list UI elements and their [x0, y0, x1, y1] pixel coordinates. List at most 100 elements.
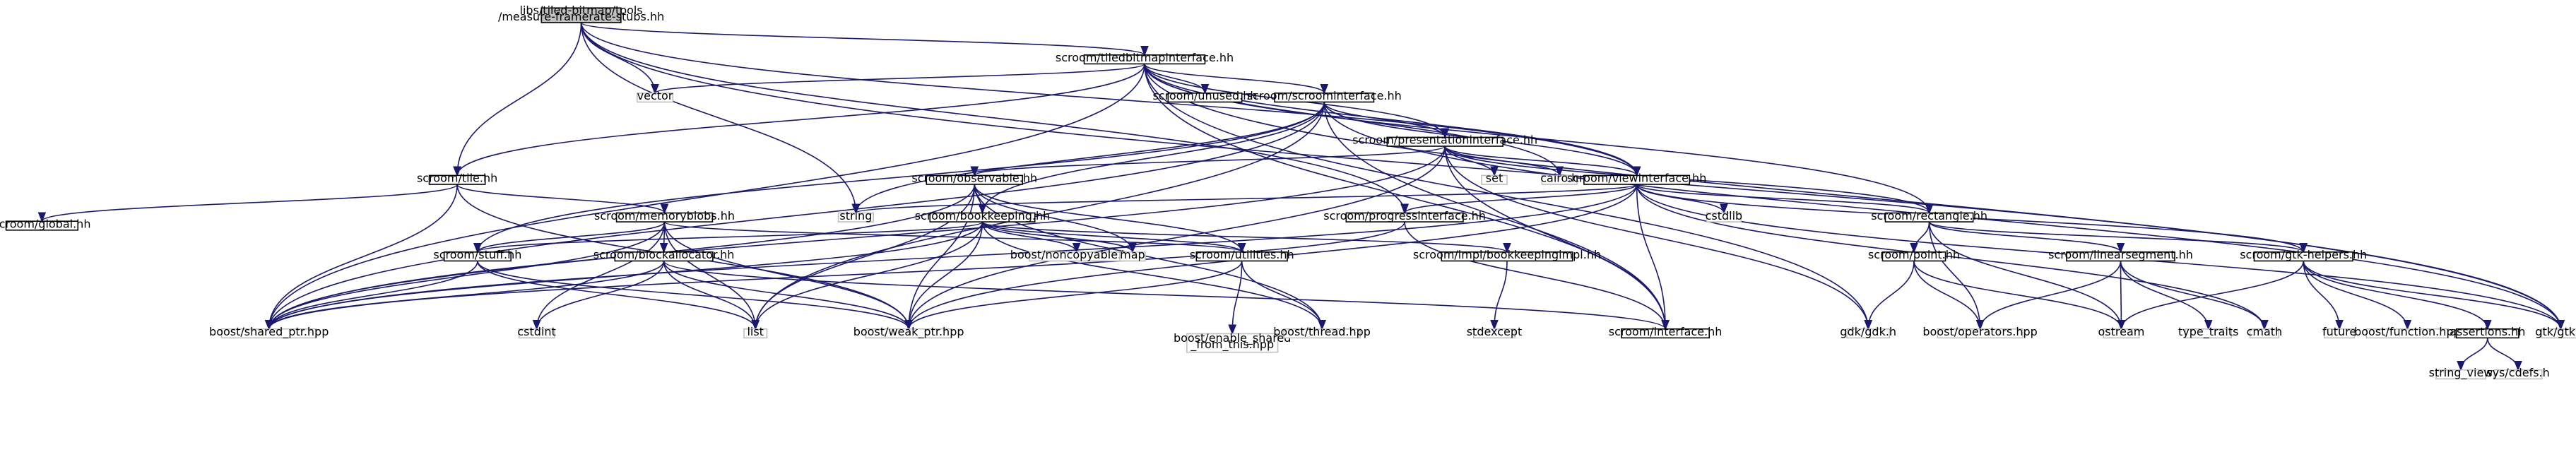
- node-box: [2185, 328, 2232, 339]
- edge-gtkhelpers-to-boostfunction: [2303, 261, 2407, 328]
- nodes-layer: libs/tiled-bitmap/tools/measure-framerat…: [0, 4, 2576, 380]
- node-typetraits: type_traits: [2178, 325, 2238, 339]
- node-scroomif[interactable]: scroom/scroominterface.hh: [1247, 89, 1402, 103]
- edge-memblobs-to-stuff: [478, 221, 666, 253]
- edge-root-to-vector: [580, 22, 655, 93]
- edge-presif-to-weakptr: [909, 146, 1446, 329]
- node-box: [865, 328, 952, 339]
- node-stuff[interactable]: scroom/stuff.hh: [433, 248, 521, 262]
- edge-point-to-ostream: [1913, 261, 2121, 329]
- edge-bookkeeping-to-thread: [981, 222, 1323, 329]
- node-box: [2253, 251, 2353, 262]
- node-box: [1386, 136, 1503, 147]
- node-label: scroom/impl/bookkeepingimpl.hh: [1413, 248, 1601, 261]
- node-label: string_view: [2429, 366, 2493, 380]
- node-box: [614, 251, 714, 262]
- node-label: scroom/progressinterface.hh: [1323, 209, 1486, 222]
- edge-tbi-to-tile: [457, 64, 1145, 175]
- edge-tile-to-global: [42, 184, 458, 222]
- edge-presif-to-cairo: [1444, 146, 1559, 176]
- edge-root-to-viewif: [580, 22, 1637, 175]
- node-box: [2249, 328, 2279, 339]
- node-box: [220, 328, 317, 339]
- node-cdefs: sys/cdefs.h: [2486, 366, 2550, 380]
- node-label: scroom/gtk-helpers.hh: [2240, 248, 2367, 261]
- node-blockalloc[interactable]: scroom/blockallocator.hh: [593, 248, 735, 262]
- node-label: scroom/tiledbitmapinterface.hh: [1056, 51, 1234, 64]
- edge-viewif-to-cmath: [1636, 184, 2264, 329]
- node-unused[interactable]: scroom/unused.hh: [1152, 89, 1258, 103]
- node-label: assertions.hh: [2450, 325, 2525, 338]
- node-cairo: cairo.h: [1540, 172, 1578, 185]
- edge-blockalloc-to-interface: [663, 261, 1666, 330]
- node-memblobs[interactable]: scroom/memoryblobs.hh: [594, 209, 735, 222]
- node-gtkhelpers[interactable]: scroom/gtk-helpers.hh: [2240, 248, 2367, 262]
- node-label: scroom/observable.hh: [911, 172, 1037, 185]
- node-label: scroom/blockallocator.hh: [593, 248, 735, 261]
- node-boostfunction: boost/function.hpp: [2354, 325, 2461, 339]
- node-assertions[interactable]: assertions.hh: [2450, 325, 2525, 339]
- node-tbi[interactable]: scroom/tiledbitmapinterface.hh: [1056, 51, 1234, 65]
- node-observable[interactable]: scroom/observable.hh: [911, 172, 1037, 185]
- edge-stuff-to-sharedptr: [269, 261, 478, 329]
- edge-blockalloc-to-list: [663, 261, 756, 328]
- edge-bookkeeping-to-weakptr: [909, 222, 983, 329]
- edge-observable-to-map: [974, 184, 1133, 252]
- edge-scroomif-to-sharedptr: [269, 102, 1325, 328]
- node-label: cairo.h: [1540, 172, 1578, 185]
- node-label: future: [2322, 325, 2356, 338]
- node-string: string: [837, 209, 874, 222]
- node-cmath: cmath: [2247, 325, 2282, 339]
- node-box: [1881, 251, 1946, 262]
- edge-bookkeeping-to-stuff: [478, 221, 983, 253]
- node-label: cstdint: [517, 325, 555, 338]
- edge-root-to-progif: [580, 22, 1405, 213]
- node-box: [929, 212, 1036, 222]
- node-box: [1621, 328, 1710, 339]
- node-label: boost/noncopyable.hpp: [1010, 248, 1143, 261]
- node-future: future: [2322, 325, 2356, 339]
- node-label: scroom/viewinterface.hh: [1567, 172, 1706, 185]
- edge-bookkeeping-to-map: [981, 221, 1133, 253]
- node-linseg[interactable]: scroom/linearsegment.hh: [2048, 248, 2193, 262]
- node-bkimpl[interactable]: scroom/impl/bookkeepingimpl.hh: [1413, 248, 1601, 262]
- edge-observable-to-utilities: [974, 184, 1241, 252]
- node-progif[interactable]: scroom/progressinterface.hh: [1323, 209, 1486, 222]
- node-label: sys/cdefs.h: [2486, 366, 2550, 379]
- node-box: [2365, 328, 2450, 339]
- node-enableshared: boost/enable_shared_from_this.hpp: [1174, 331, 1291, 353]
- node-box: [837, 212, 874, 222]
- node-label: scroom/global.hh: [0, 218, 90, 231]
- node-global[interactable]: scroom/global.hh: [0, 218, 90, 231]
- node-box: [1283, 328, 1361, 339]
- node-root: libs/tiled-bitmap/tools/measure-framerat…: [498, 4, 664, 23]
- edge-memblobs-to-sharedptr: [269, 222, 666, 329]
- edge-assertions-to-cdefs: [2487, 338, 2518, 370]
- node-label: scroom/utilities.hh: [1190, 248, 1294, 261]
- node-stdexcept: stdexcept: [1467, 325, 1522, 339]
- node-box: [5, 220, 79, 231]
- node-box: [443, 251, 512, 262]
- node-presif[interactable]: scroom/presentationinterface.hh: [1352, 133, 1537, 147]
- node-rectangle[interactable]: scroom/rectangle.hh: [1871, 209, 1987, 222]
- node-interface[interactable]: scroom/interface.hh: [1609, 325, 1723, 339]
- node-box: [1583, 174, 1691, 185]
- node-point[interactable]: scroom/point.hh: [1868, 248, 1960, 262]
- edge-bookkeeping-to-sharedptr: [269, 222, 983, 329]
- edge-scroomif-to-bookkeeping: [983, 102, 1325, 213]
- edge-presif-to-observable: [974, 146, 1446, 177]
- node-label: scroom/memoryblobs.hh: [594, 209, 735, 222]
- edge-root-to-tbi: [580, 22, 1145, 56]
- node-tile[interactable]: scroom/tile.hh: [417, 172, 497, 185]
- node-cstdlib: cstdlib: [1706, 209, 1742, 222]
- node-box: [1706, 212, 1742, 222]
- node-label: boost/weak_ptr.hpp: [853, 325, 964, 339]
- node-box: [540, 7, 622, 23]
- node-viewif[interactable]: scroom/viewinterface.hh: [1567, 172, 1706, 185]
- node-box: [1195, 251, 1288, 262]
- node-utilities[interactable]: scroom/utilities.hh: [1190, 248, 1294, 262]
- node-list: list: [743, 325, 768, 339]
- edge-viewif-to-progif: [1405, 184, 1638, 214]
- node-cstdint: cstdint: [517, 325, 556, 339]
- node-bookkeeping[interactable]: scroom/bookkeeping.hh: [915, 209, 1051, 222]
